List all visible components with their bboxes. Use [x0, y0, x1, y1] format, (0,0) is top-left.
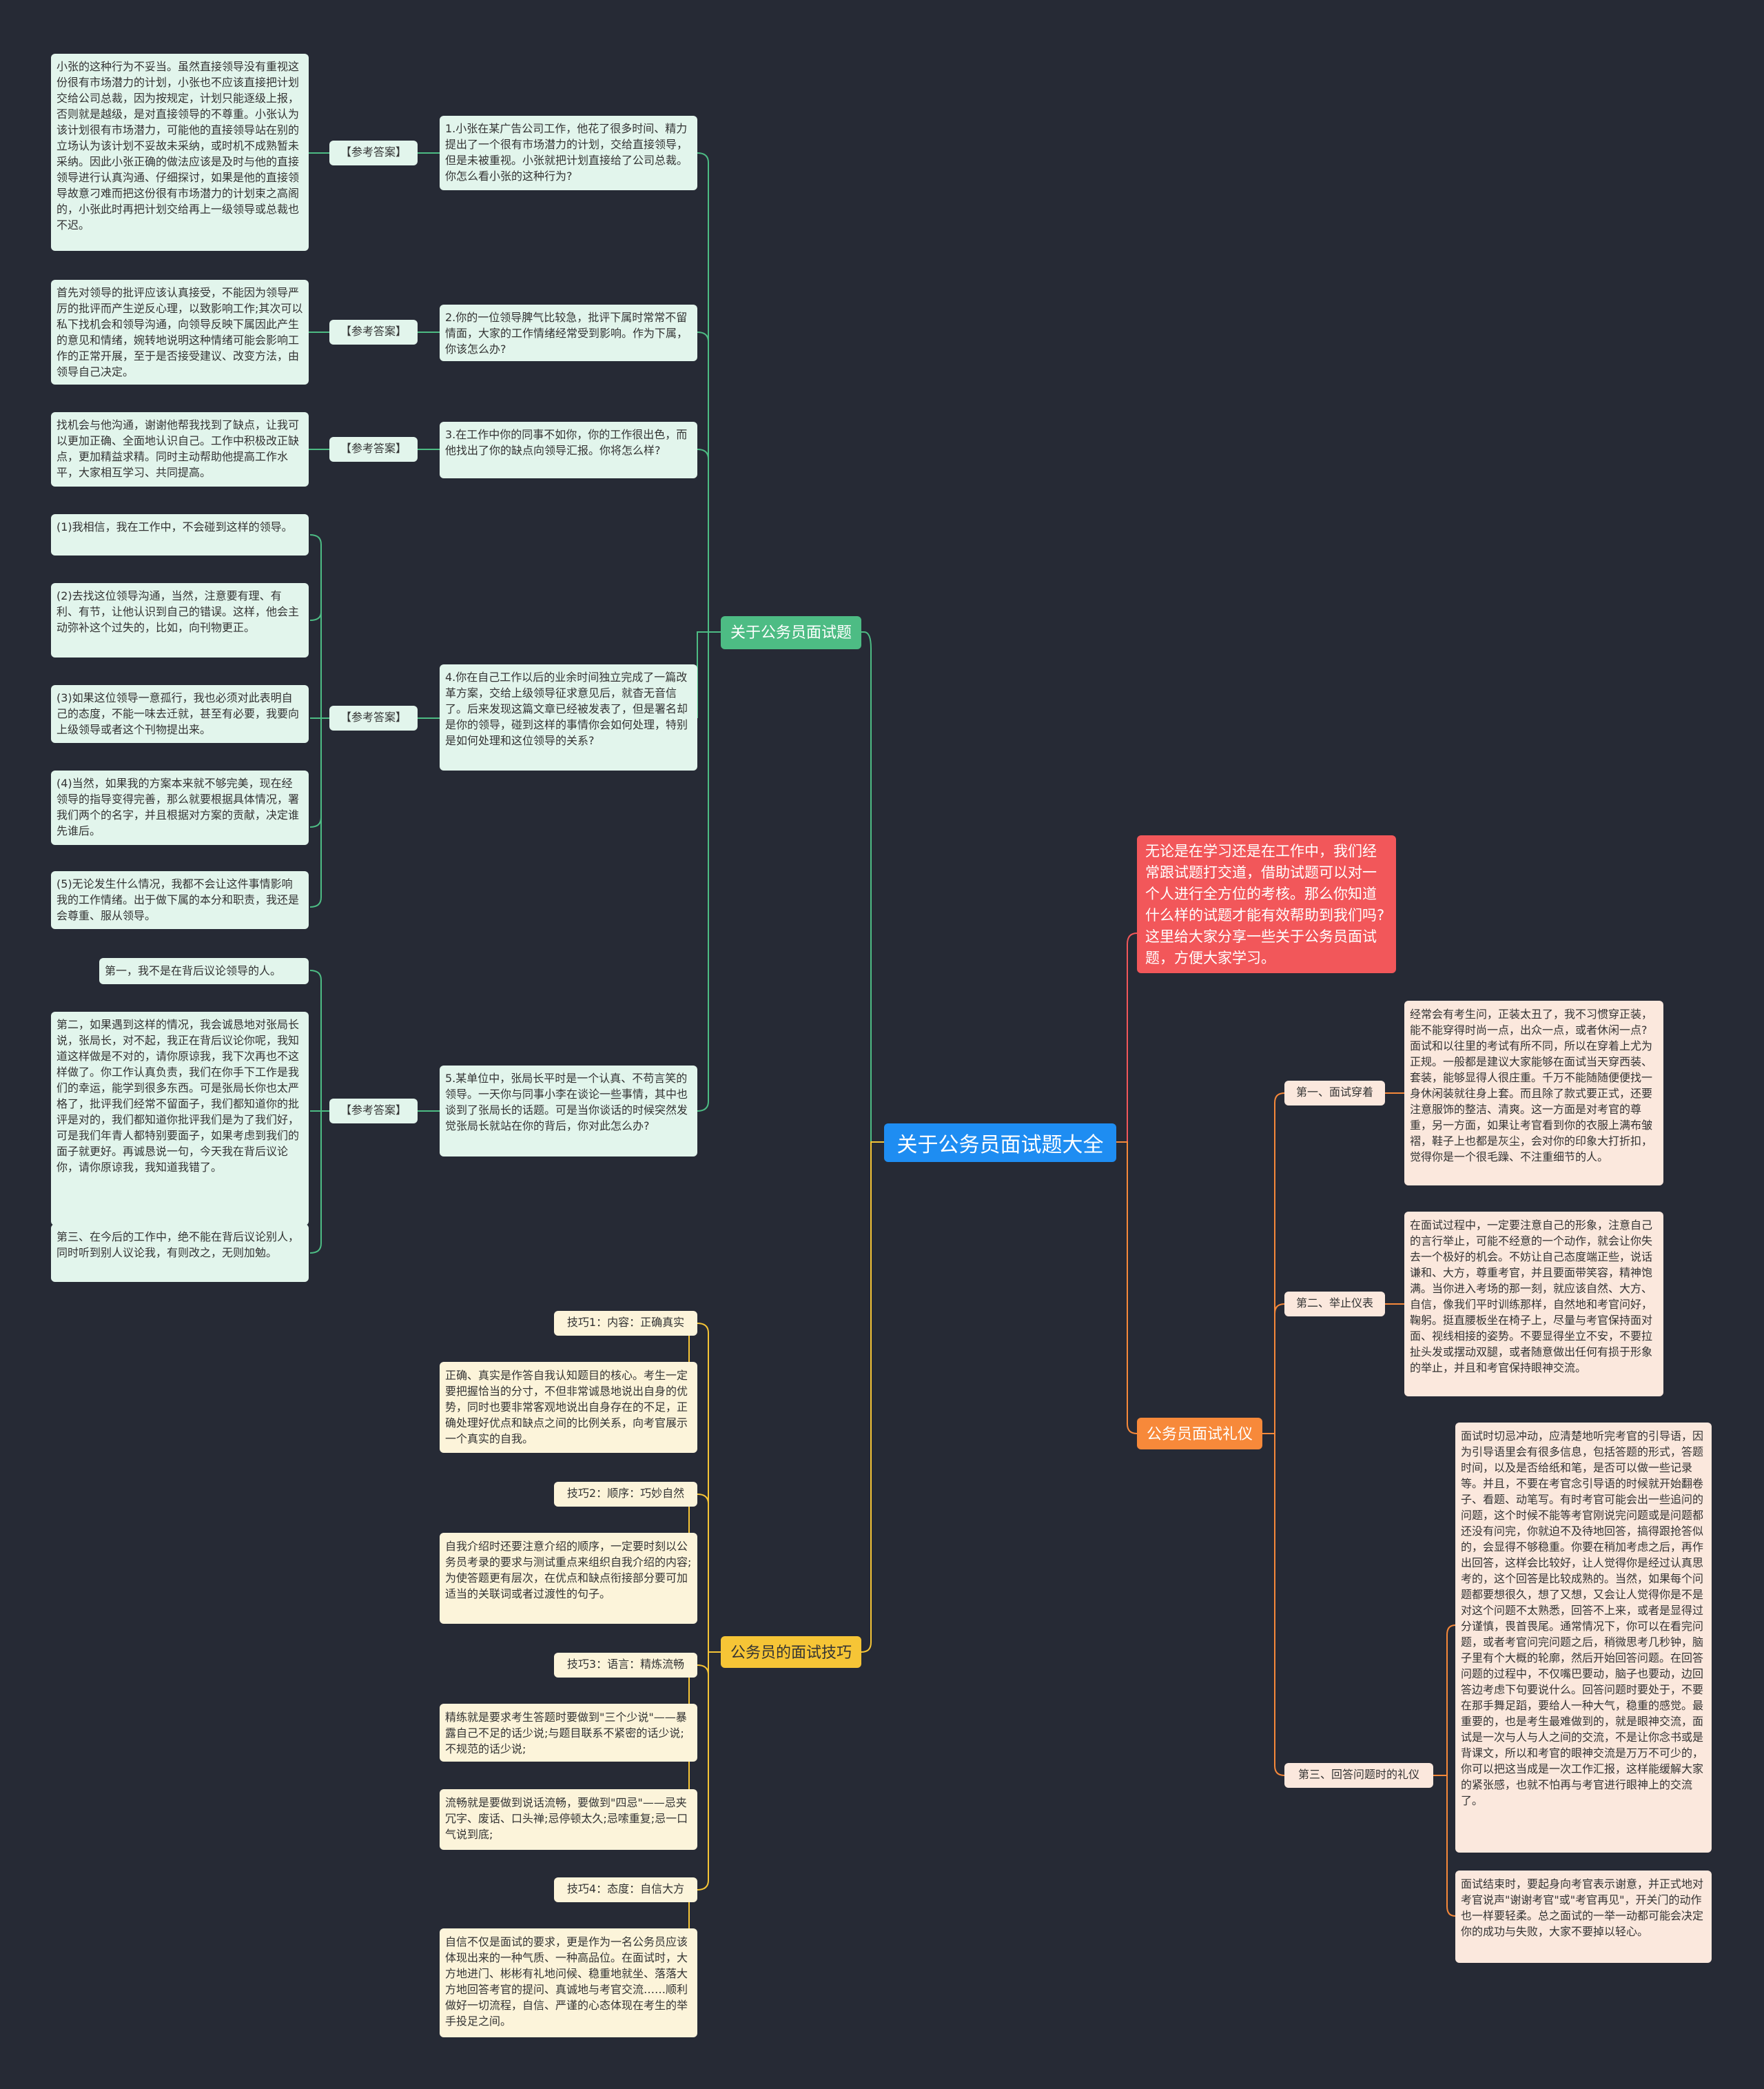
answer-tag-5[interactable]: 【参考答案】	[329, 1099, 418, 1123]
root-connectors	[861, 631, 1138, 1653]
question-4[interactable]: 4.你在自己工作以后的业余时间独立完成了一篇改革方案，交给上级领导征求意见后，就…	[440, 664, 697, 771]
answer-5-3[interactable]: 第三、在今后的工作中，绝不能在背后议论别人，同时听到别人议论我，有则改之，无则加…	[51, 1224, 309, 1282]
question-2[interactable]: 2.你的一位领导脾气比较急，批评下属时常常不留情面，大家的工作情绪经常受到影响。…	[440, 305, 697, 361]
etiquette-label-1[interactable]: 第一、面试穿着	[1284, 1081, 1385, 1105]
etiquette-text-3b[interactable]: 面试结束时，要起身向考官表示谢意，并正式地对考官说声"谢谢考官"或"考官再见"，…	[1455, 1871, 1712, 1963]
answer-tag-1[interactable]: 【参考答案】	[329, 141, 418, 165]
etiquette-text-2[interactable]: 在面试过程中，一定要注意自己的形象，注意自己的言行举止，可能不经意的一个动作，就…	[1404, 1212, 1663, 1396]
skill-text-4[interactable]: 自信不仅是面试的要求，更是作为一名公务员应该体现出来的一种气质、一种高品位。在面…	[440, 1928, 697, 2037]
answer-3[interactable]: 找机会与他沟通，谢谢他帮我找到了缺点，让我可以更加正确、全面地认识自己。工作中积…	[51, 412, 309, 487]
etiquette-label-3[interactable]: 第三、回答问题时的礼仪	[1284, 1763, 1433, 1788]
question-1[interactable]: 1.小张在某广告公司工作，他花了很多时间、精力提出了一个很有市场潜力的计划，交给…	[440, 116, 697, 190]
skill-label-1[interactable]: 技巧1：内容：正确真实	[554, 1311, 697, 1336]
answer-tag-2[interactable]: 【参考答案】	[329, 320, 418, 345]
question-3[interactable]: 3.在工作中你的同事不如你，你的工作很出色，而他找出了你的缺点向领导汇报。你将怎…	[440, 422, 697, 478]
answer-tag-4[interactable]: 【参考答案】	[329, 706, 418, 731]
etiquette-label-2[interactable]: 第二、举止仪表	[1284, 1292, 1385, 1316]
etiquette-text-1[interactable]: 经常会有考生问，正装太丑了，我不习惯穿正装，能不能穿得时尚一点，出众一点，或者休…	[1404, 1001, 1663, 1185]
answer-4-4[interactable]: (4)当然，如果我的方案本来就不够完美，现在经领导的指导变得完善，那么就要根据具…	[51, 771, 309, 845]
branch-skills[interactable]: 公务员的面试技巧	[721, 1636, 861, 1668]
answer-5-1[interactable]: 第一，我不是在背后议论领导的人。	[99, 958, 309, 984]
etiquette-connectors	[1262, 1092, 1456, 1917]
exam-connectors	[309, 152, 721, 1254]
branch-etiquette[interactable]: 公务员面试礼仪	[1137, 1418, 1262, 1449]
skill-text-2[interactable]: 自我介绍时还要注意介绍的顺序，一定要时刻以公务员考录的要求与测试重点来组织自我介…	[440, 1533, 697, 1624]
branch-exam-questions[interactable]: 关于公务员面试题	[721, 616, 861, 649]
answer-4-3[interactable]: (3)如果这位领导一意孤行，我也必须对此表明自己的态度，不能一味去迁就，甚至有必…	[51, 685, 309, 743]
skill-label-4[interactable]: 技巧4：态度：自信大方	[554, 1877, 697, 1902]
skill-text-1[interactable]: 正确、真实是作答自我认知题目的核心。考生一定要把握恰当的分寸，不但非常诚恳地说出…	[440, 1362, 697, 1453]
skill-text-3b[interactable]: 流畅就是要做到说话流畅，要做到"四忌"——忌夹冗字、废话、口头禅;忌停顿太久;忌…	[440, 1789, 697, 1850]
answer-1[interactable]: 小张的这种行为不妥当。虽然直接领导没有重视这份很有市场潜力的计划，小张也不应该直…	[51, 54, 309, 251]
skill-label-2[interactable]: 技巧2：顺序：巧妙自然	[554, 1482, 697, 1507]
skill-text-3a[interactable]: 精练就是要求考生答题时要做到"三个少说"——暴露自己不足的话少说;与题目联系不紧…	[440, 1704, 697, 1762]
answer-4-2[interactable]: (2)去找这位领导沟通，当然，注意要有理、有利、有节，让他认识到自己的错误。这样…	[51, 583, 309, 658]
etiquette-text-3a[interactable]: 面试时切忌冲动，应清楚地听完考官的引导语，因为引导语里会有很多信息，包括答题的形…	[1455, 1423, 1712, 1853]
root-topic[interactable]: 关于公务员面试题大全	[884, 1123, 1116, 1162]
answer-5-2[interactable]: 第二，如果遇到这样的情况，我会诚恳地对张局长说，张局长，对不起，我正在背后议论你…	[51, 1012, 309, 1225]
answer-tag-3[interactable]: 【参考答案】	[329, 437, 418, 462]
answer-2[interactable]: 首先对领导的批评应该认真接受，不能因为领导严厉的批评而产生逆反心理，以致影响工作…	[51, 280, 309, 385]
skill-label-3[interactable]: 技巧3：语言：精炼流畅	[554, 1653, 697, 1678]
answer-4-5[interactable]: (5)无论发生什么情况，我都不会让这件事情影响我的工作情绪。出于做下属的本分和职…	[51, 871, 309, 929]
intro-text[interactable]: 无论是在学习还是在工作中，我们经常跟试题打交道，借助试题可以对一个人进行全方位的…	[1137, 835, 1396, 973]
answer-4-1[interactable]: (1)我相信，我在工作中，不会碰到这样的领导。	[51, 514, 309, 556]
question-5[interactable]: 5.某单位中，张局长平时是一个认真、不苟言笑的领导。一天你与同事小李在谈论一些事…	[440, 1066, 697, 1156]
